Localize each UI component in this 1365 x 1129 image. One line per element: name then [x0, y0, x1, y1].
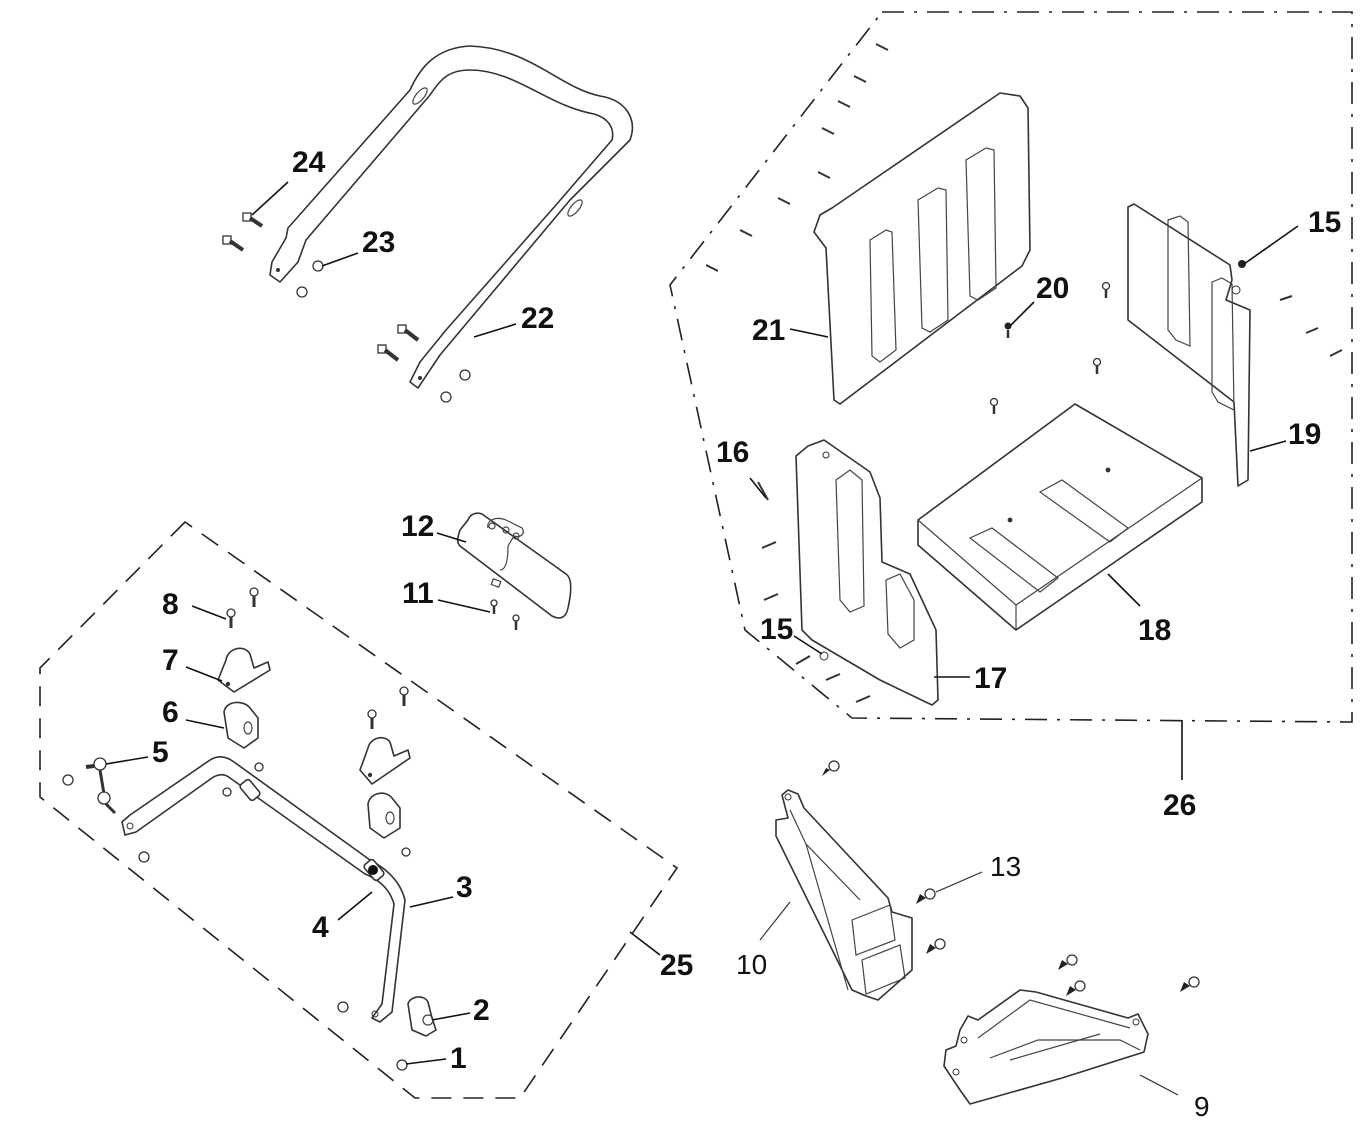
leader-16	[749, 477, 767, 499]
fasteners-kit-25	[62, 587, 411, 1071]
back-panel-21	[813, 92, 1031, 405]
bracket-9	[943, 989, 1149, 1105]
leader-19	[1249, 440, 1287, 452]
callout-22: 22	[521, 302, 554, 335]
bracket-7b	[359, 736, 411, 785]
kit-26-boundary	[669, 11, 1353, 723]
side-panel-19	[1127, 203, 1251, 487]
leader-13	[935, 871, 983, 893]
bushing-6b	[367, 792, 401, 839]
callout-1: 1	[450, 1042, 467, 1075]
callout-4: 4	[312, 911, 329, 944]
leader-12	[436, 532, 467, 543]
callout-13: 13	[990, 851, 1021, 882]
callout-20: 20	[1036, 272, 1069, 305]
end-link-2	[407, 996, 437, 1037]
callout-21: 21	[752, 314, 785, 347]
leader-25	[629, 931, 661, 956]
rivets-16	[705, 43, 1343, 703]
leader-8	[191, 605, 227, 620]
callout-2: 2	[473, 994, 490, 1027]
callout-6: 6	[162, 696, 179, 729]
roll-bar	[269, 45, 634, 389]
callout-19: 19	[1288, 418, 1321, 451]
bracket-7	[217, 647, 271, 693]
leader-9	[1139, 1074, 1179, 1096]
callout-24: 24	[292, 146, 326, 179]
callout-11: 11	[402, 577, 434, 610]
leader-7	[185, 666, 223, 682]
leader-18	[1107, 573, 1141, 607]
callout-12: 12	[401, 510, 434, 543]
callout-9: 9	[1194, 1091, 1210, 1122]
leader-1	[405, 1058, 447, 1065]
tray-18	[917, 403, 1203, 631]
callout-25: 25	[660, 949, 693, 982]
screws-20	[989, 281, 1111, 414]
leader-15a	[1243, 225, 1299, 265]
callout-5: 5	[152, 736, 169, 769]
stabilizer-bar	[121, 756, 406, 1023]
callout-15a: 15	[1308, 206, 1341, 239]
leader-6	[185, 719, 225, 729]
leader-4	[337, 891, 373, 921]
leader-20	[1009, 301, 1035, 327]
callout-18: 18	[1138, 614, 1171, 647]
bracket-10	[775, 789, 913, 1001]
callout-7: 7	[162, 644, 179, 677]
screws-13	[822, 760, 1200, 996]
leader-5	[105, 756, 149, 765]
callout-26: 26	[1163, 789, 1196, 822]
leader-3	[409, 896, 454, 908]
callout-16: 16	[716, 436, 749, 469]
leader-21	[789, 328, 829, 338]
callout-15b: 15	[760, 613, 793, 646]
leader-2	[431, 1012, 471, 1021]
rear-view-mirror	[456, 512, 572, 630]
bolts-roll-bar	[222, 212, 471, 403]
leader-24	[251, 181, 289, 216]
callout-17: 17	[974, 662, 1007, 695]
leader-22	[473, 323, 517, 338]
callout-8: 8	[162, 588, 179, 621]
leader-23	[321, 252, 359, 267]
bushing-6	[223, 701, 259, 749]
leader-15b	[793, 635, 823, 655]
leader-11	[437, 599, 491, 613]
callout-10: 10	[736, 949, 767, 980]
kit-25-boundary	[39, 520, 679, 1099]
stabilizer-link-5	[85, 757, 117, 815]
side-panel-17	[795, 439, 939, 706]
leader-10	[759, 901, 791, 941]
callout-3: 3	[456, 871, 473, 904]
callout-23: 23	[362, 226, 395, 259]
